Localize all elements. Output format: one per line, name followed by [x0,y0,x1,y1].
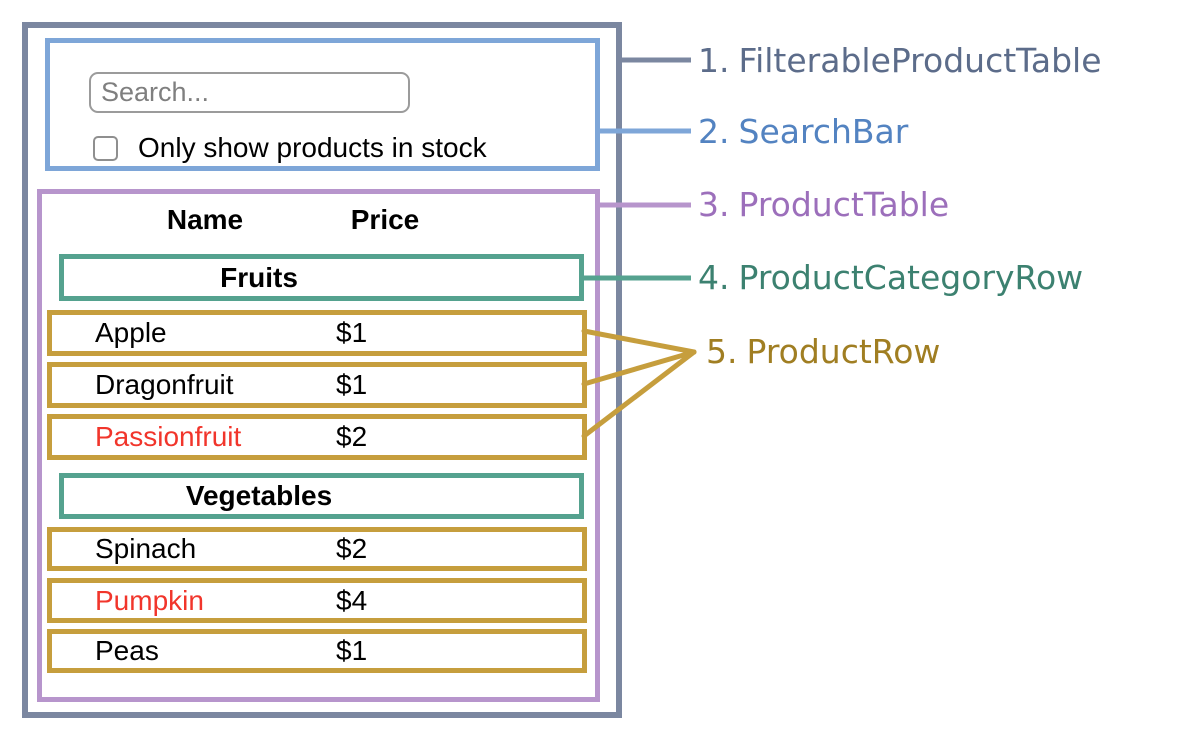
legend-label: FilterableProductTable [738,41,1102,80]
in-stock-checkbox-label[interactable]: Only show products in stock [138,132,487,163]
legend-product-category-row: 4.ProductCategoryRow [698,257,1083,298]
product-row-pumpkin: Pumpkin $4 [47,578,587,623]
product-name: Peas [95,635,159,666]
category-row-fruits: Fruits [59,254,584,301]
legend-label: SearchBar [738,112,909,151]
search-input[interactable] [89,72,410,113]
legend-number: 5. [706,332,738,371]
legend-product-table: 3.ProductTable [698,184,949,225]
legend-search-bar: 2.SearchBar [698,111,908,152]
product-price: $2 [336,421,368,452]
product-name: Pumpkin [95,584,204,616]
in-stock-checkbox[interactable] [93,135,118,161]
legend-number: 2. [698,112,730,151]
legend-number: 4. [698,258,730,297]
product-name: Apple [95,317,167,348]
product-row-peas: Peas $1 [47,629,587,673]
product-name: Dragonfruit [95,369,234,400]
legend-product-row: 5.ProductRow [706,331,940,372]
legend-number: 1. [698,41,730,80]
product-price: $1 [336,635,368,666]
product-name: Spinach [95,533,197,564]
search-bar-box: Only show products in stock [45,38,600,171]
category-label: Fruits [220,261,298,293]
product-row-dragonfruit: Dragonfruit $1 [47,362,587,408]
product-name: Passionfruit [95,421,242,452]
product-row-passionfruit: Passionfruit $2 [47,414,587,460]
product-price: $2 [336,533,368,564]
product-price: $1 [336,317,368,348]
product-price: $1 [336,369,368,400]
legend-label: ProductRow [746,332,941,371]
product-table-box: Name Price Fruits Apple $1 Dragonfruit $… [37,189,600,702]
legend-label: ProductTable [738,185,950,224]
legend-filterable-product-table: 1.FilterableProductTable [698,40,1102,81]
legend-number: 3. [698,185,730,224]
category-row-vegetables: Vegetables [59,473,584,519]
legend-label: ProductCategoryRow [738,258,1084,297]
product-price: $4 [336,584,368,616]
column-header-price: Price [350,204,420,235]
category-label: Vegetables [185,480,333,511]
product-row-spinach: Spinach $2 [47,527,587,571]
product-row-apple: Apple $1 [47,310,587,356]
column-header-name: Name [166,204,244,235]
in-stock-filter: Only show products in stock [93,132,487,164]
filterable-product-table-box: Only show products in stock Name Price F… [22,22,622,718]
